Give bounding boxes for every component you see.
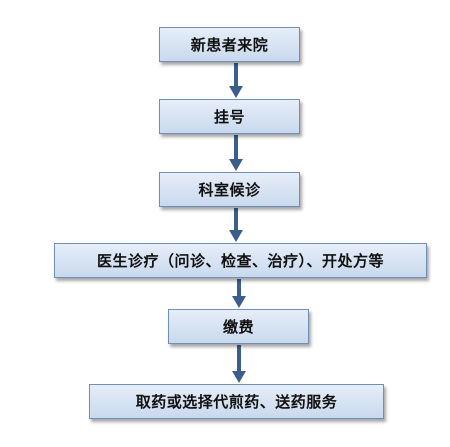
step-pickup-medicine: 取药或选择代煎药、送药服务 bbox=[89, 384, 384, 419]
step-label: 缴费 bbox=[222, 318, 254, 336]
step-registration: 挂号 bbox=[159, 99, 300, 134]
arrow-4 bbox=[232, 279, 246, 308]
step-label: 科室候诊 bbox=[198, 181, 261, 199]
arrow-3 bbox=[229, 208, 243, 242]
step-new-patient-arrival: 新患者来院 bbox=[159, 27, 300, 62]
arrow-1 bbox=[229, 63, 243, 98]
step-label: 新患者来院 bbox=[190, 36, 269, 54]
arrow-2 bbox=[229, 135, 243, 171]
step-label: 医生诊疗（问诊、检查、治疗）、开处方等 bbox=[96, 252, 384, 270]
step-label: 挂号 bbox=[213, 108, 245, 126]
arrow-5 bbox=[232, 345, 246, 383]
step-doctor-consultation: 医生诊疗（问诊、检查、治疗）、开处方等 bbox=[54, 243, 427, 278]
step-label: 取药或选择代煎药、送药服务 bbox=[135, 393, 338, 411]
step-payment: 缴费 bbox=[168, 309, 309, 344]
step-department-waiting: 科室候诊 bbox=[159, 172, 300, 207]
